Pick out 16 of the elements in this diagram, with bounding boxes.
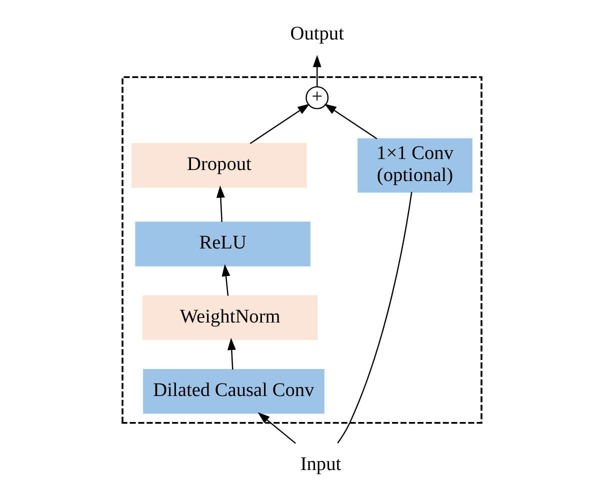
node-circle: + — [305, 86, 328, 110]
arrow — [324, 104, 377, 140]
arrow — [216, 186, 224, 222]
arrow — [312, 55, 321, 86]
node-box: 1×1 Conv (optional) — [357, 138, 472, 193]
node-box: WeightNorm — [142, 295, 318, 340]
node-box: Dropout — [131, 143, 306, 188]
node-text: Output — [290, 23, 344, 44]
node-box: ReLU — [134, 222, 310, 266]
arrow — [226, 338, 236, 370]
node-box: Dilated Causal Conv — [142, 369, 324, 414]
node-text: Input — [300, 454, 341, 475]
arrow — [249, 104, 310, 144]
arrow — [221, 264, 230, 296]
connector — [336, 192, 412, 444]
arrow — [257, 412, 296, 444]
